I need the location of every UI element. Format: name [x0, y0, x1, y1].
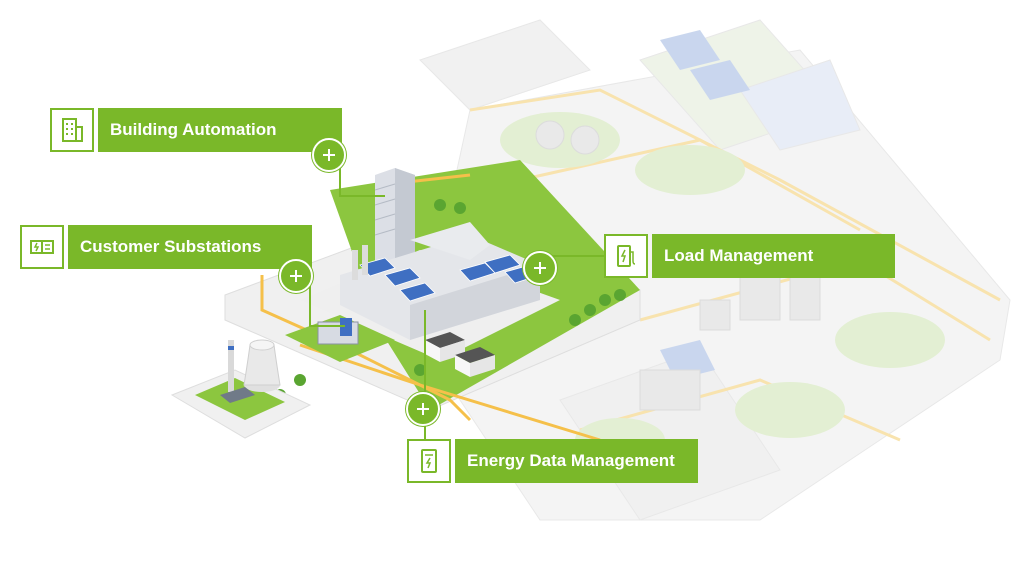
ev-charger-icon [617, 245, 636, 267]
meter-icon [421, 449, 437, 473]
customer-substations-icon-box [20, 225, 64, 269]
building-automation-label[interactable]: Building Automation [98, 108, 342, 152]
energy-data-management-icon-box [407, 439, 451, 483]
connector-load-management [540, 255, 606, 257]
customer-substations-hotspot[interactable] [279, 259, 313, 293]
plus-icon [290, 270, 302, 282]
substation-icon [30, 240, 54, 254]
building-icon [62, 118, 83, 142]
load-management-hotspot[interactable] [523, 251, 557, 285]
building-automation-icon-box [50, 108, 94, 152]
energy-data-management-hotspot[interactable] [406, 392, 440, 426]
houses [425, 332, 495, 377]
connector-building-automation-h [339, 195, 385, 197]
chimneys [352, 245, 368, 280]
energy-data-management-label[interactable]: Energy Data Management [455, 439, 698, 483]
plus-icon [323, 149, 335, 161]
plus-icon [417, 403, 429, 415]
power-plant-platform [170, 339, 312, 439]
load-management-icon-box [604, 234, 648, 278]
customer-substations-label[interactable]: Customer Substations [68, 225, 312, 269]
building-automation-hotspot[interactable] [312, 138, 346, 172]
connector-customer-substations-h [309, 325, 345, 327]
tower-building [374, 168, 415, 268]
faded-buildings [535, 120, 821, 411]
load-management-label[interactable]: Load Management [652, 234, 895, 278]
connector-energy-data [424, 310, 426, 460]
plus-icon [534, 262, 546, 274]
